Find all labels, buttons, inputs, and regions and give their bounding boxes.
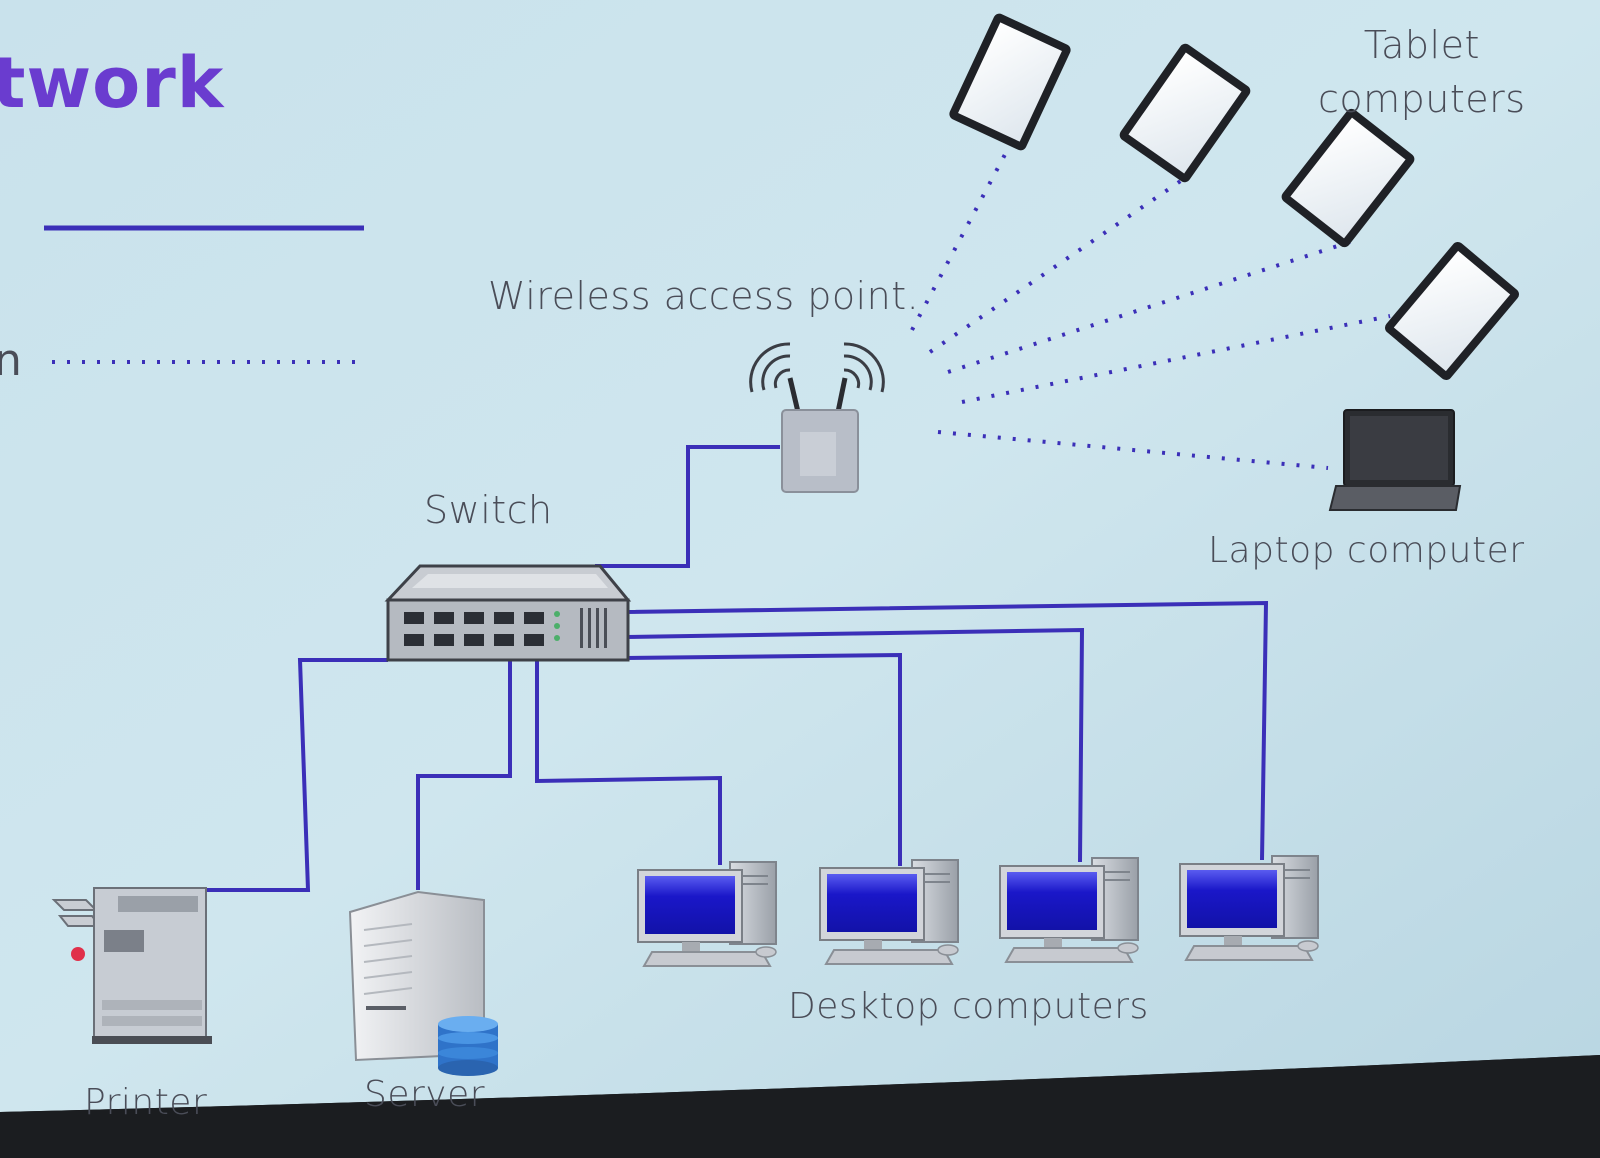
tablet-label-line1: Tablet [1363,23,1480,67]
printer-icon [51,887,212,1044]
laptop-computer-label: Laptop computer [1208,530,1525,571]
wireless-access-point-label: Wireless access point. [488,274,920,318]
database-icon [438,1016,498,1076]
tablet-label-line2: computers [1318,77,1526,121]
switch-label: Switch [424,488,553,532]
desktop-computers-label: Desktop computers [788,986,1149,1027]
slide-title-fragment: twork [0,42,225,124]
tablet-computers-label: Tablet computers [1318,18,1526,126]
wired-connections [195,445,1269,892]
server-label: Server [364,1074,486,1115]
laptop-icon [1328,409,1462,511]
wireless-links [910,144,1391,470]
switch-icon [384,564,632,662]
left-text-fragment: n [0,335,22,386]
printer-label: Printer [84,1082,208,1123]
wireless-access-point-icon [749,342,885,493]
